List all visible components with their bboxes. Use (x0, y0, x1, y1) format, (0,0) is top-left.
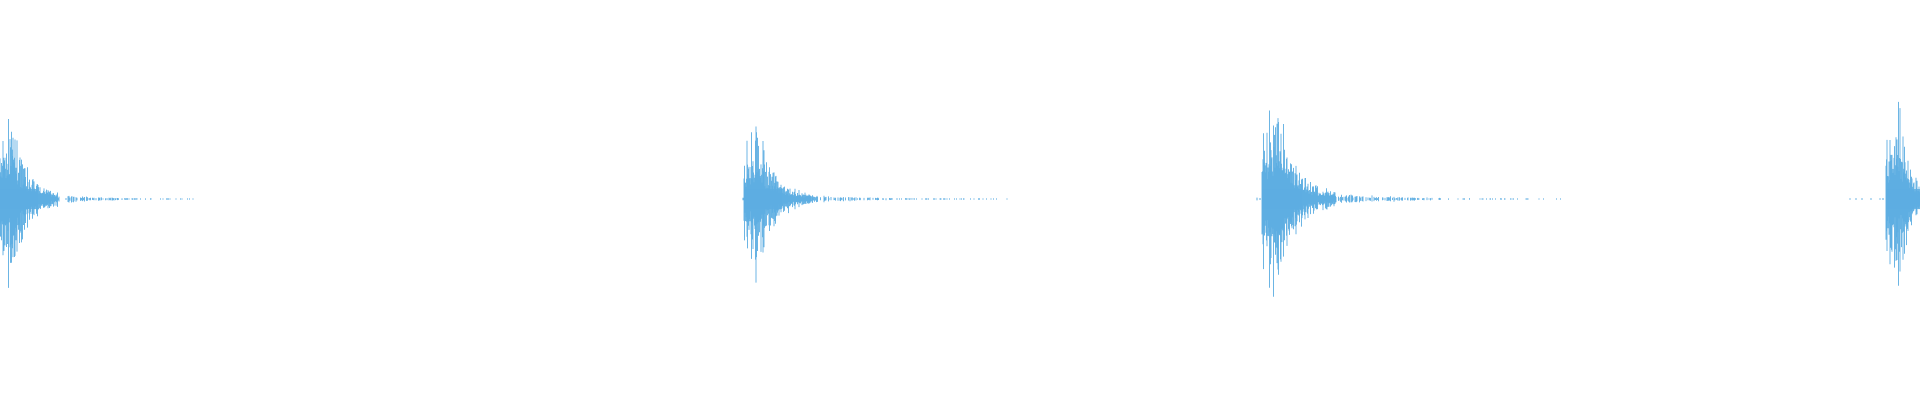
waveform-core (1886, 189, 1920, 209)
waveform-core (1262, 189, 1302, 209)
waveform-core (744, 189, 782, 209)
waveform-burst-1 (0, 119, 194, 288)
waveform-burst-2 (742, 126, 1008, 283)
waveform-burst-3 (1256, 110, 1561, 297)
waveform-core (0, 189, 38, 209)
waveform-burst-4 (1849, 101, 1920, 286)
